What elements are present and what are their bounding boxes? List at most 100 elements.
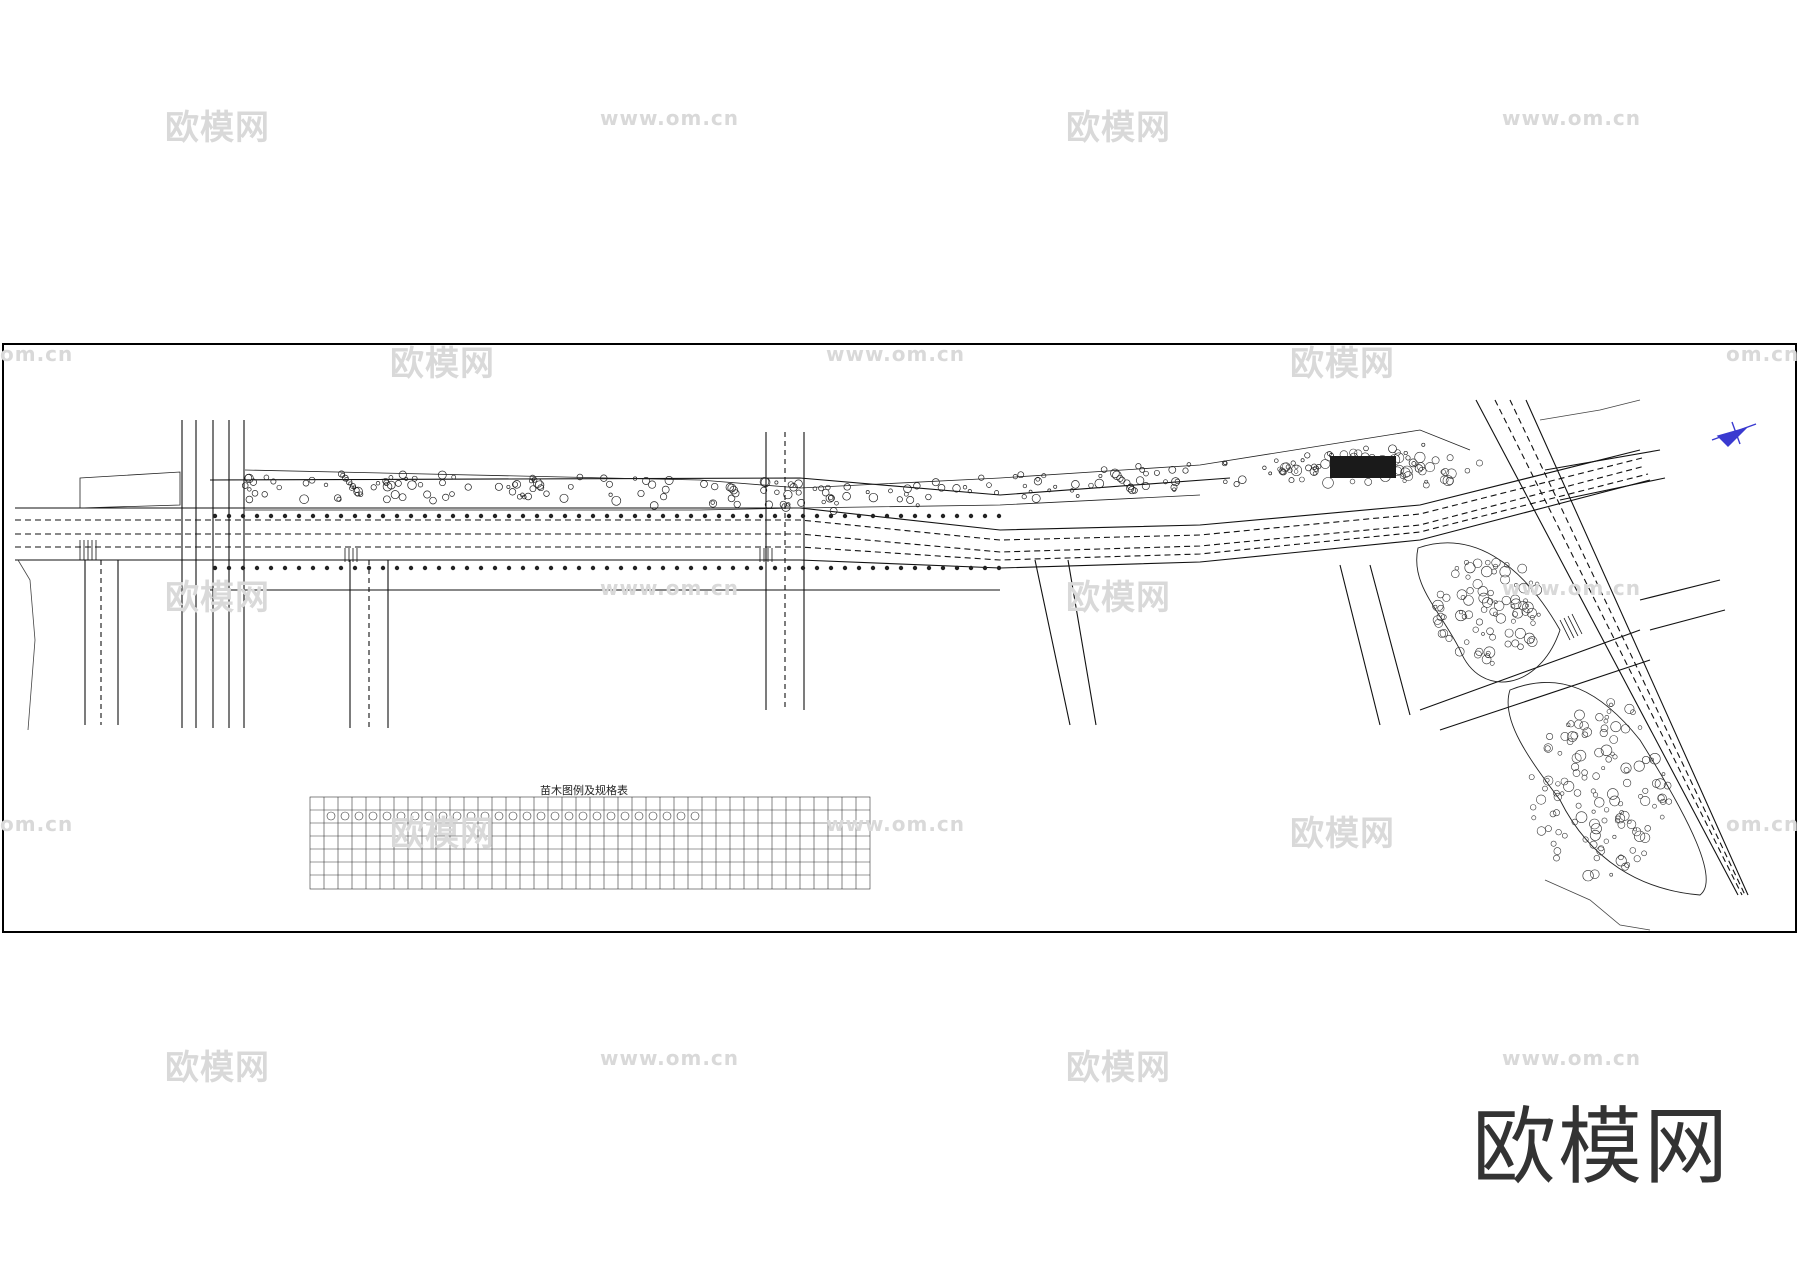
street-tree-dot <box>968 513 974 519</box>
watermark-url: www.om.cn <box>600 1046 740 1070</box>
watermark-brand: 欧模网 <box>390 814 495 854</box>
tree-symbol <box>978 474 985 481</box>
tree-symbol <box>349 485 355 491</box>
park-tree-symbol <box>1437 629 1446 638</box>
park-tree-symbol <box>1593 854 1600 862</box>
street-tree-dot <box>534 565 540 571</box>
park-tree-symbol <box>1630 709 1636 716</box>
street-tree-dot <box>450 513 456 519</box>
park-tree-symbol <box>1504 562 1510 568</box>
park-tree-symbol <box>1574 749 1587 762</box>
tree-symbol <box>516 494 523 500</box>
park-tree-symbol <box>1553 847 1562 855</box>
tree-symbol <box>727 494 736 503</box>
tree-symbol <box>417 482 424 488</box>
legend-plant-symbol <box>354 811 364 821</box>
tree-symbol <box>931 478 940 487</box>
tree-symbol <box>906 496 915 504</box>
tree-symbol <box>494 482 503 491</box>
tree-symbol <box>1233 481 1240 488</box>
park-tree-symbol <box>1620 724 1631 734</box>
park-tree-symbol <box>1639 832 1651 843</box>
street-tree-dot <box>646 513 652 519</box>
street-tree-dot <box>478 565 484 571</box>
tree-symbol <box>1171 477 1181 487</box>
tree-symbol <box>606 480 613 488</box>
park-tree-symbol <box>1536 826 1546 836</box>
street-tree-dot <box>478 513 484 519</box>
park-tree-symbol <box>1525 603 1530 608</box>
tree-symbol <box>1223 479 1228 485</box>
street-tree-dot <box>674 513 680 519</box>
tree-symbol <box>1363 445 1369 452</box>
park-tree-symbol <box>1660 798 1667 805</box>
crosswalks <box>79 540 1583 641</box>
tree-symbol <box>937 484 946 492</box>
park-tree-symbol <box>1431 456 1440 465</box>
street-tree-dot <box>772 565 778 571</box>
park-tree-symbol <box>1437 604 1445 612</box>
legend-plant-symbol <box>368 811 378 821</box>
tree-symbol <box>1268 471 1273 476</box>
park-tree-symbol <box>1574 719 1584 729</box>
street-tree-dot <box>940 565 946 571</box>
street-tree-dot <box>632 565 638 571</box>
street-tree-dot <box>394 513 400 519</box>
park-tree-symbol <box>1500 574 1510 585</box>
street-tree-dot <box>268 513 274 519</box>
park-tree-symbol <box>1491 568 1497 575</box>
tree-symbol <box>357 491 364 497</box>
watermark-url: www.om.cn <box>1502 1046 1642 1070</box>
park-tree-symbol <box>1432 615 1443 625</box>
park-tree-symbol <box>1560 777 1569 786</box>
park-tree-symbol <box>1460 595 1466 600</box>
tree-symbol <box>1414 464 1424 473</box>
park-tree-symbol <box>1641 850 1647 857</box>
legend-plant-symbol <box>508 811 518 821</box>
park-tree-symbol <box>1571 753 1582 763</box>
tree-symbol <box>1223 461 1228 465</box>
park-tree-symbol <box>1594 797 1605 808</box>
park-tree-symbol <box>1659 814 1665 820</box>
street-tree-dot <box>324 513 330 519</box>
tree-symbol <box>439 479 446 487</box>
tree-symbol <box>868 492 879 503</box>
north-arrow-icon <box>1711 421 1757 447</box>
tree-symbol <box>1135 476 1145 485</box>
street-tree-dot <box>604 513 610 519</box>
tree-symbol <box>711 482 719 491</box>
park-tree-symbol <box>1465 574 1471 580</box>
tree-symbol <box>386 480 396 490</box>
tree-symbol <box>789 483 798 492</box>
tree-symbol <box>1290 460 1296 466</box>
tree-symbol <box>1017 471 1025 479</box>
park-tree-symbol <box>1609 795 1620 807</box>
tree-symbol <box>843 483 851 491</box>
street-tree-dot <box>618 565 624 571</box>
park-tree-symbol <box>1280 468 1287 476</box>
park-tree-symbol <box>1566 738 1574 746</box>
tree-symbol <box>913 482 921 490</box>
tree-symbol <box>1131 487 1138 494</box>
park-tree-symbol <box>1618 854 1624 861</box>
watermark-url: www.om.cn <box>600 576 740 600</box>
street-tree-dot <box>506 513 512 519</box>
tree-symbol <box>524 492 532 501</box>
tree-symbol <box>1403 450 1408 456</box>
park-tree-symbol <box>1592 792 1599 798</box>
tree-symbol <box>787 481 795 488</box>
watermark-brand: 欧模网 <box>165 1048 270 1088</box>
park-tree-symbol <box>1612 754 1618 760</box>
tree-symbol <box>251 490 259 497</box>
legend-plant-symbol <box>326 811 336 821</box>
street-tree-dot <box>394 565 400 571</box>
street-tree-dot <box>730 565 736 571</box>
park-tree-symbol <box>1573 789 1582 797</box>
park-tree-symbol <box>1434 618 1444 628</box>
park-tree-symbol <box>1565 722 1571 727</box>
park-tree-symbol <box>1542 785 1548 792</box>
legend-plant-symbol <box>452 811 462 821</box>
park-tree-symbol <box>1619 810 1624 815</box>
legend-plant-symbol <box>424 811 434 821</box>
